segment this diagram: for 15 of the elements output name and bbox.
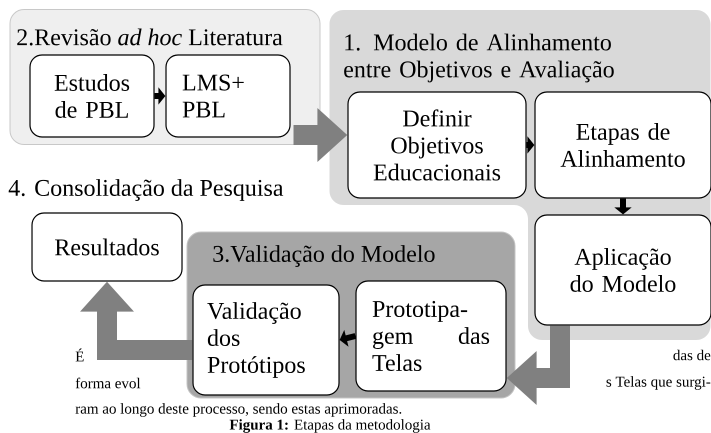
process-box: Estudos de PBL [29, 54, 155, 138]
body-text: É [76, 348, 84, 362]
body-text: ram ao longo deste processo, sendo estas aprimoradas. [76, 403, 402, 417]
process-box: LMS+ PBL [165, 54, 291, 138]
process-box: Etapas de Alinhamento [534, 91, 711, 199]
process-box: Aplicação do Modelo [534, 214, 711, 326]
process-box: Definir Objetivos Educacionais [347, 91, 527, 199]
body-text: forma evol [76, 378, 140, 388]
body-text: das de [673, 350, 710, 360]
body-text: s Telas que surgi- [606, 376, 710, 390]
heading: 4. Consolidação da Pesquisa [8, 179, 284, 201]
process-box: Prototipa- gem das Telas [355, 280, 507, 392]
process-box: Resultados [31, 212, 183, 282]
process-box: Validação dos Protótipos [192, 284, 340, 396]
caption: Figura 1: Etapas da metodologia [230, 419, 430, 433]
